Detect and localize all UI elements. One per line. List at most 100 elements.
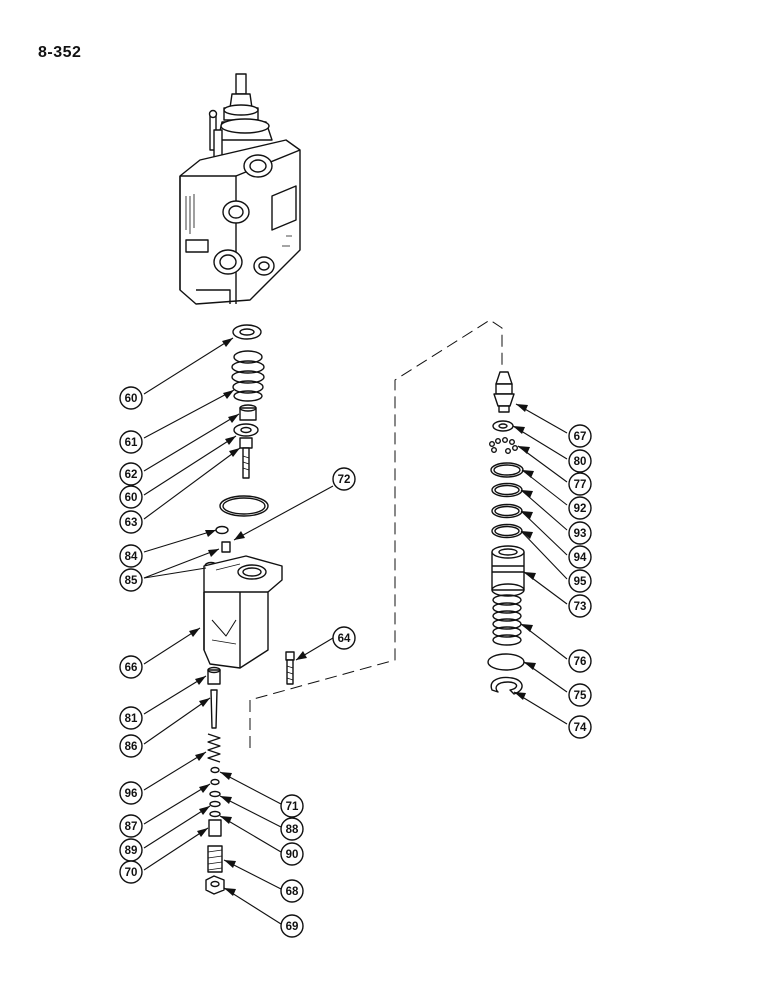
- callout-88: 88: [280, 817, 304, 841]
- callout-80: 80: [568, 449, 592, 473]
- washer-part: [232, 324, 262, 340]
- callout-circle: [280, 794, 304, 818]
- callout-89: 89: [119, 838, 143, 862]
- leader-lines: [143, 337, 568, 925]
- callout-number: 64: [338, 633, 351, 645]
- callout-81: 81: [119, 706, 143, 730]
- callout-number: 61: [125, 437, 138, 449]
- callout-circle: [119, 655, 143, 679]
- callout-circle: [280, 879, 304, 903]
- callout-circle: [280, 842, 304, 866]
- callout-circle: [568, 424, 592, 448]
- callout-67: 67: [568, 424, 592, 448]
- callout-71: 71: [280, 794, 304, 818]
- callout-63: 63: [119, 510, 143, 534]
- callout-76: 76: [568, 649, 592, 673]
- callout-circle: [119, 462, 143, 486]
- callout-circle: [119, 860, 143, 884]
- page-number: 8-352: [38, 44, 82, 61]
- callout-number: 77: [574, 479, 587, 491]
- callout-number: 92: [574, 503, 587, 515]
- callout-number: 80: [574, 456, 587, 468]
- dashed-flow-path: [249, 319, 503, 748]
- callout-circle: [568, 449, 592, 473]
- callout-circle: [119, 781, 143, 805]
- callout-circle: [568, 683, 592, 707]
- callout-number: 81: [125, 713, 138, 725]
- callout-circle: [119, 706, 143, 730]
- o-ring-large: [219, 495, 269, 517]
- callout-66: 66: [119, 655, 143, 679]
- callout-number: 62: [125, 469, 138, 481]
- callout-94: 94: [568, 545, 592, 569]
- callout-number: 90: [286, 849, 299, 861]
- callout-number: 94: [574, 552, 587, 564]
- callout-circle: [119, 544, 143, 568]
- callout-circle: [280, 817, 304, 841]
- small-o-ring: [215, 525, 229, 535]
- nut-part: [205, 875, 225, 895]
- cap-part: [207, 669, 221, 685]
- callout-73: 73: [568, 594, 592, 618]
- bolt-part: [239, 437, 253, 479]
- check-valve-part: [493, 371, 515, 413]
- callout-number: 89: [125, 845, 138, 857]
- callout-93: 93: [568, 521, 592, 545]
- callout-circle: [119, 485, 143, 509]
- ring-part-right: [491, 523, 523, 539]
- callout-69: 69: [280, 914, 304, 938]
- callout-number: 73: [574, 601, 587, 613]
- callout-circle: [119, 568, 143, 592]
- spring-part-right: [492, 594, 522, 646]
- callout-72: 72: [332, 467, 356, 491]
- small-spring-part: [207, 733, 221, 763]
- callout-group: 60 61 62 60 63 72 84 85 66 64 81 86 96 71 87 88 89 90 70 68…: [119, 386, 592, 938]
- callout-96: 96: [119, 781, 143, 805]
- callout-74: 74: [568, 715, 592, 739]
- backup-ring-part: [490, 462, 524, 478]
- callout-circle: [119, 430, 143, 454]
- callout-number: 76: [574, 656, 587, 668]
- callout-number: 84: [125, 551, 138, 563]
- callout-number: 68: [286, 886, 299, 898]
- callout-circle: [568, 649, 592, 673]
- callout-number: 72: [338, 474, 351, 486]
- callout-number: 70: [125, 867, 138, 879]
- callout-86: 86: [119, 734, 143, 758]
- callout-number: 66: [125, 662, 138, 674]
- piston-part: [491, 545, 525, 597]
- callout-circle: [568, 594, 592, 618]
- o-ring-part: [491, 503, 523, 519]
- ring-part: [210, 766, 220, 774]
- callout-60: 60: [119, 386, 143, 410]
- callout-circle: [119, 734, 143, 758]
- pin-part: [210, 689, 218, 729]
- washer-part-right: [492, 420, 514, 432]
- callout-92: 92: [568, 496, 592, 520]
- callout-number: 86: [125, 741, 138, 753]
- threaded-sleeve-part: [207, 845, 223, 873]
- callout-number: 60: [125, 393, 138, 405]
- callout-circle: [119, 510, 143, 534]
- callout-61: 61: [119, 430, 143, 454]
- callout-circle: [568, 569, 592, 593]
- callout-77: 77: [568, 472, 592, 496]
- callout-circle: [119, 386, 143, 410]
- callout-circle: [119, 814, 143, 838]
- snap-ring-part: [490, 676, 523, 695]
- disc-part: [487, 653, 525, 671]
- callout-number: 67: [574, 431, 587, 443]
- callout-75: 75: [568, 683, 592, 707]
- callout-number: 63: [125, 517, 138, 529]
- callout-number: 85: [125, 575, 138, 587]
- leader-arrowheads: [189, 338, 536, 896]
- callout-circle: [568, 472, 592, 496]
- callout-number: 75: [574, 690, 587, 702]
- callout-60: 60: [119, 485, 143, 509]
- callout-number: 60: [125, 492, 138, 504]
- callout-circle: [568, 545, 592, 569]
- callout-70: 70: [119, 860, 143, 884]
- callout-87: 87: [119, 814, 143, 838]
